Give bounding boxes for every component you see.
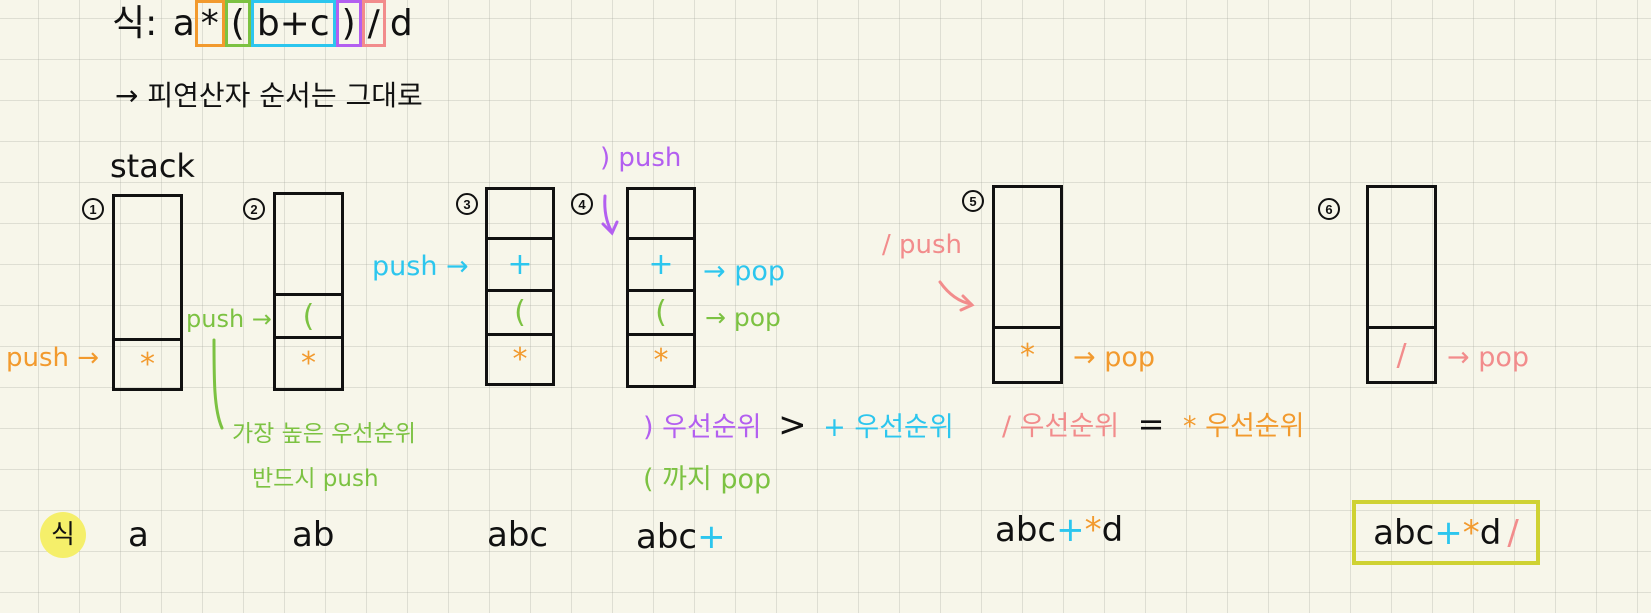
result-step-2: ab	[292, 515, 335, 555]
stack-3-cell-plus: +	[488, 237, 552, 289]
step2-push-label: push →	[186, 305, 272, 333]
stack-3-cell-paren: (	[488, 289, 552, 333]
stack-step-1: *	[112, 194, 183, 391]
stack-step-2: ( *	[273, 192, 344, 391]
plus-priority: + 우선순위	[823, 412, 954, 443]
step5-slash-push-arrowhead	[959, 294, 975, 312]
close-paren-priority: ) 우선순위	[643, 412, 762, 443]
step-number-5: 5	[962, 190, 984, 212]
result-5-prefix: abc	[995, 510, 1057, 550]
step-number-2: 2	[243, 198, 265, 220]
step4-close-paren-arrow	[603, 194, 614, 234]
formula-token-star: *	[194, 0, 225, 47]
step4-close-paren-arrowhead	[601, 220, 619, 236]
step4-close-paren-push: ) push	[600, 143, 682, 173]
step5-priority-compare: / 우선순위 = * 우선순위	[1002, 408, 1305, 440]
step-number-4: 4	[571, 193, 593, 215]
step2-note-connector	[212, 338, 224, 430]
result-6-prefix: abc	[1373, 512, 1435, 553]
stack-6-cell-slash: /	[1369, 326, 1434, 381]
step4-priority-compare: ) 우선순위 > + 우선순위	[643, 408, 954, 442]
result-6-plus: +	[1434, 512, 1463, 553]
step5-star-pop: → pop	[1073, 342, 1156, 373]
slash-priority: / 우선순위	[1002, 411, 1120, 442]
step4-paren-pop: → pop	[705, 303, 781, 332]
step2-note-line2: 반드시 push	[252, 466, 379, 492]
stack-label: stack	[110, 147, 195, 185]
equals-sign: =	[1137, 405, 1165, 443]
formula-title: 식: a*(b+c)/d	[112, 0, 413, 47]
stack-3-cell-star: *	[488, 333, 552, 383]
result-step-5: abc+*d	[995, 513, 1123, 547]
step4-until-paren-pop: ( 까지 pop	[643, 464, 772, 495]
step3-push-label: push →	[372, 251, 469, 282]
formula-token-open-paren: (	[224, 0, 251, 47]
stack-step-6: /	[1366, 185, 1437, 384]
result-step-4: abc+	[636, 520, 726, 554]
step-number-1: 1	[82, 198, 104, 220]
step1-push-label: push →	[6, 343, 100, 373]
result-label: 식	[40, 512, 86, 558]
operand-order-note: → 피연산자 순서는 그대로	[115, 79, 423, 112]
greater-than-sign: >	[778, 405, 807, 445]
formula-token-slash: /	[361, 0, 386, 47]
result-5-star: *	[1084, 510, 1102, 550]
step2-note-line1: 가장 높은 우선순위	[232, 421, 416, 447]
star-priority: * 우선순위	[1183, 411, 1305, 442]
result-5-d: d	[1101, 510, 1124, 550]
stack-5-cell-star: *	[995, 326, 1060, 381]
result-step-1: a	[128, 515, 149, 555]
result-step-3: abc	[487, 515, 549, 555]
formula-token-d: d	[389, 3, 413, 44]
result-4-plus: +	[697, 517, 726, 557]
formula-token-bc: b+c	[250, 0, 336, 47]
step-number-3: 3	[456, 193, 478, 215]
step4-plus-pop: → pop	[703, 256, 786, 287]
formula-token-a: a	[172, 3, 195, 44]
result-5-plus: +	[1056, 510, 1085, 550]
stack-2-cell-paren: (	[276, 293, 341, 336]
formula-token-close-paren: )	[335, 0, 362, 47]
stack-step-5: *	[992, 185, 1063, 384]
stack-step-4: + ( *	[626, 187, 696, 388]
step6-slash-pop: → pop	[1447, 342, 1530, 373]
stack-1-cell-star: *	[115, 338, 180, 388]
result-4-prefix: abc	[636, 517, 698, 557]
formula-prefix: 식:	[112, 3, 158, 44]
result-6-star: *	[1462, 512, 1480, 553]
stack-4-cell-plus: +	[629, 237, 693, 289]
result-6-d: d	[1479, 512, 1502, 553]
stack-step-3: + ( *	[485, 187, 555, 386]
step-number-6: 6	[1318, 198, 1340, 220]
result-6-slash: /	[1507, 512, 1519, 553]
stack-4-cell-paren: (	[629, 289, 693, 333]
final-result-box: abc+*d/	[1352, 500, 1540, 565]
step5-slash-push: / push	[882, 230, 963, 260]
stack-4-cell-star: *	[629, 333, 693, 385]
stack-2-cell-star: *	[276, 336, 341, 388]
